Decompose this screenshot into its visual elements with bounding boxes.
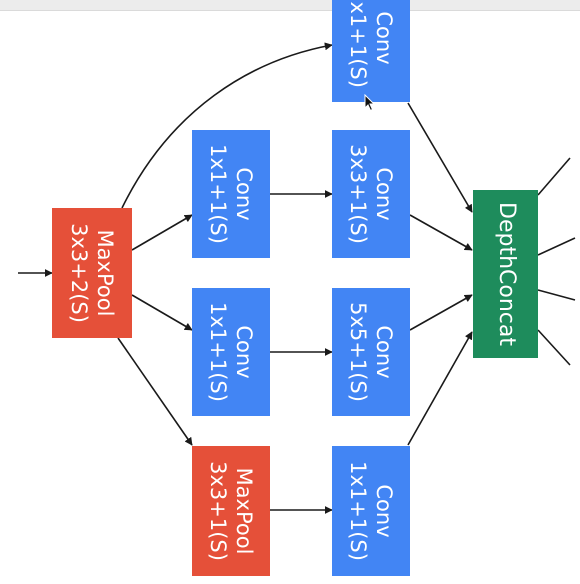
edge-concat-out-3	[537, 289, 576, 301]
edge-conv-5x5-to-concat	[409, 294, 473, 331]
node-conv-1x1-b: Conv 1x1+1(S)	[192, 288, 270, 416]
edge-conv-1x1-c-to-concat	[407, 331, 473, 446]
node-conv-top: Conv 1x1+1(S)	[332, 0, 410, 102]
edge-concat-out-2	[537, 237, 576, 256]
node-label-params: 1x1+1(S)	[346, 461, 371, 561]
mouse-cursor-icon	[364, 94, 376, 112]
edge-maxpool-to-conv-1x1-b	[131, 294, 193, 331]
node-label-params: 1x1+1(S)	[346, 0, 371, 88]
node-label: MaxPool 3x3+1(S)	[205, 461, 257, 561]
edge-concat-out-4	[537, 329, 571, 366]
node-label: Conv 1x1+1(S)	[345, 461, 397, 561]
node-label: Conv 5x5+1(S)	[345, 302, 397, 402]
node-label-op: Conv	[372, 484, 397, 538]
node-label-op: Conv	[372, 11, 397, 65]
edge-maxpool-to-conv-1x1-a	[131, 214, 193, 251]
node-label-params: 1x1+1(S)	[206, 144, 231, 244]
edge-conv-top-to-concat	[407, 102, 473, 213]
edge-maxpool-to-conv-top	[121, 42, 333, 209]
node-label-op: DepthConcat	[493, 202, 519, 346]
node-label-params: 5x5+1(S)	[346, 302, 371, 402]
edge-conv-3x3-to-concat	[409, 214, 473, 251]
node-label-op: Conv	[232, 325, 257, 379]
edge-concat-out-1	[537, 157, 571, 196]
node-label-params: 3x3+1(S)	[346, 144, 371, 244]
node-conv-5x5: Conv 5x5+1(S)	[332, 288, 410, 416]
node-label: DepthConcat	[493, 202, 519, 346]
node-label-params: 3x3+2(S)	[67, 223, 92, 323]
node-conv-1x1-a: Conv 1x1+1(S)	[192, 130, 270, 258]
node-label-op: MaxPool	[93, 229, 118, 317]
node-label-op: Conv	[232, 167, 257, 221]
node-label-op: Conv	[372, 167, 397, 221]
node-depthconcat: DepthConcat	[473, 190, 538, 358]
node-conv-3x3: Conv 3x3+1(S)	[332, 130, 410, 258]
node-label: Conv 1x1+1(S)	[345, 0, 397, 88]
node-maxpool-input: MaxPool 3x3+2(S)	[52, 208, 132, 338]
window-top-bar	[0, 0, 580, 11]
node-label-params: 3x3+1(S)	[206, 461, 231, 561]
node-label-op: MaxPool	[232, 467, 257, 555]
node-label: Conv 1x1+1(S)	[205, 144, 257, 244]
node-label: Conv 1x1+1(S)	[205, 302, 257, 402]
node-label-op: Conv	[372, 325, 397, 379]
node-label: Conv 3x3+1(S)	[345, 144, 397, 244]
node-maxpool-branch: MaxPool 3x3+1(S)	[192, 446, 270, 576]
node-label-params: 1x1+1(S)	[206, 302, 231, 402]
node-label: MaxPool 3x3+2(S)	[66, 223, 118, 323]
node-conv-1x1-c: Conv 1x1+1(S)	[332, 446, 410, 576]
edge-maxpool-to-maxpool-branch	[117, 337, 193, 446]
